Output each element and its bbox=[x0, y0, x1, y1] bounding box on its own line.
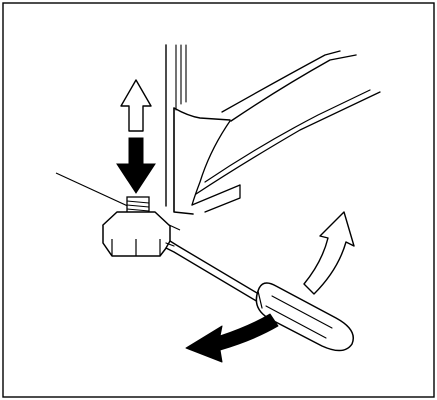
curved-arrow-left-solid-icon bbox=[185, 313, 279, 363]
arrow-up-outline-icon bbox=[120, 79, 152, 132]
screwdriver bbox=[165, 240, 354, 352]
arrow-down-solid-icon bbox=[116, 137, 156, 194]
appliance-cabinet bbox=[165, 44, 381, 215]
hex-nut-foot bbox=[102, 211, 171, 257]
curved-arrow-up-outline-icon bbox=[303, 211, 355, 295]
